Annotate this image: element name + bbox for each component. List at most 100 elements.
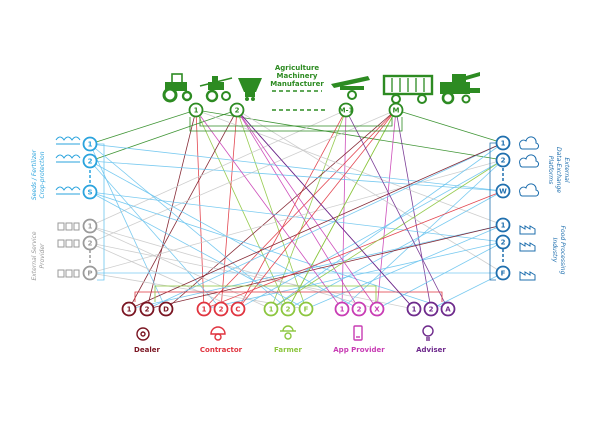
- connection-line: [146, 224, 504, 310]
- role-labels: Dealer Contractor Farmer App Provider Ad…: [134, 346, 446, 354]
- connection-line: [89, 143, 289, 310]
- manufacturer-title-line2: Machinery: [277, 72, 318, 80]
- food-label-line1: Food Processing: [559, 226, 566, 275]
- connection-line: [236, 109, 307, 310]
- food-node-circle: [495, 265, 511, 281]
- platforms-label-line1: External: [563, 158, 570, 183]
- dealer-node-label: 1: [127, 306, 132, 314]
- service-node-circle: [82, 265, 98, 281]
- dealer-icon: [136, 327, 150, 341]
- app-node-circle: [351, 301, 367, 317]
- service-node-label: P: [87, 270, 92, 278]
- bracket-line: [489, 142, 496, 281]
- connection-line: [89, 160, 504, 192]
- dealer-node-3: D: [158, 301, 174, 317]
- service-icon: [57, 269, 80, 278]
- farmer-node-circle: [280, 301, 296, 317]
- connection-line: [287, 109, 397, 310]
- connection-line: [195, 109, 504, 226]
- farmer-node-label: 2: [286, 306, 291, 314]
- platforms-node-label: 1: [501, 140, 506, 148]
- bracket-line: [97, 143, 105, 281]
- connection-line: [395, 109, 504, 144]
- manufacturer-node-4: M: [388, 102, 404, 118]
- manufacturer-node-label: M-1: [339, 107, 354, 115]
- manufacturer-title-line3: Manufacturer: [270, 80, 324, 88]
- connection-line: [89, 109, 347, 227]
- mower-icon: [331, 76, 370, 100]
- connection-line: [203, 190, 504, 310]
- seeds-node-circle: [82, 184, 98, 200]
- side-labels: Seeds / Fertilizer Crop-protection Exter…: [31, 147, 570, 281]
- adviser-node-circle: [406, 301, 422, 317]
- app-provider-icon: [353, 325, 363, 341]
- seeds-node-2: 2: [82, 153, 98, 169]
- service-icon: [57, 239, 80, 248]
- bracket-line: [199, 117, 393, 127]
- contractor-node-3: C: [230, 301, 246, 317]
- connection-line: [89, 242, 239, 310]
- farmer-node-label: F: [304, 306, 309, 314]
- dealer-node-2: 2: [139, 301, 155, 317]
- adviser-node-circle: [440, 301, 456, 317]
- connection-line: [89, 225, 378, 310]
- app-node-circle: [334, 301, 350, 317]
- connection-line: [305, 224, 504, 310]
- dealer-node-1: 1: [121, 301, 137, 317]
- food-node-label: 1: [501, 222, 506, 230]
- connection-line: [89, 191, 449, 310]
- dealer-label: Dealer: [134, 346, 160, 354]
- connection-line: [345, 109, 449, 310]
- manufacturer-node-circle: [338, 102, 354, 118]
- app-node-label: 2: [357, 306, 362, 314]
- sprayer-icon: [199, 76, 233, 103]
- connection-line: [89, 191, 504, 243]
- connection-line: [237, 109, 397, 310]
- connection-lines: [89, 109, 504, 310]
- manufacturer-node-1: 1: [188, 102, 204, 118]
- platforms-label-line3: Platforms: [547, 156, 554, 185]
- service-node-2: 2: [82, 235, 98, 251]
- connection-line: [128, 109, 238, 310]
- contractor-node-1: 1: [196, 301, 212, 317]
- cloud-icon: [519, 154, 540, 168]
- food-node-label: 2: [501, 239, 506, 247]
- factory-icon: [519, 242, 536, 252]
- connection-line: [89, 109, 238, 162]
- platform-icons: [519, 136, 540, 197]
- connection-line: [89, 143, 504, 192]
- seeds-node-circle: [82, 153, 98, 169]
- adviser-icon: [422, 325, 434, 341]
- connection-line: [89, 143, 167, 310]
- seeds-node-label: 1: [88, 141, 93, 149]
- farmer-node-circle: [298, 301, 314, 317]
- service-node-circle: [82, 218, 98, 234]
- connection-line: [236, 109, 504, 274]
- adviser-node-label: A: [445, 306, 451, 314]
- service-node-3: P: [82, 265, 98, 281]
- cloud-icon: [519, 183, 540, 197]
- manufacturer-node-circle: [229, 102, 245, 118]
- contractor-node-circle: [230, 301, 246, 317]
- connection-line: [236, 109, 415, 310]
- service-node-label: 1: [88, 223, 93, 231]
- seeds-node-label: S: [87, 189, 92, 197]
- manufacturer-node-label: M: [393, 107, 400, 115]
- seeds-node-label: 2: [88, 158, 93, 166]
- manufacturer-node-2: 2: [229, 102, 245, 118]
- connection-line: [395, 109, 432, 310]
- food-node-2: 2: [495, 234, 511, 250]
- farmer-node-3: F: [298, 301, 314, 317]
- platforms-node-label: 2: [501, 157, 506, 165]
- dealer-node-label: D: [163, 306, 169, 314]
- connection-line: [203, 109, 397, 310]
- platforms-node-3: W: [495, 183, 511, 199]
- app-node-label: 1: [340, 306, 345, 314]
- contractor-label: Contractor: [200, 346, 243, 354]
- app-node-1: 1: [334, 301, 350, 317]
- connection-line: [270, 109, 347, 310]
- food-node-circle: [495, 217, 511, 233]
- platforms-label-line2: Data-Exchange: [555, 147, 562, 193]
- service-node-label: 2: [88, 240, 93, 248]
- factory-icon: [519, 271, 536, 281]
